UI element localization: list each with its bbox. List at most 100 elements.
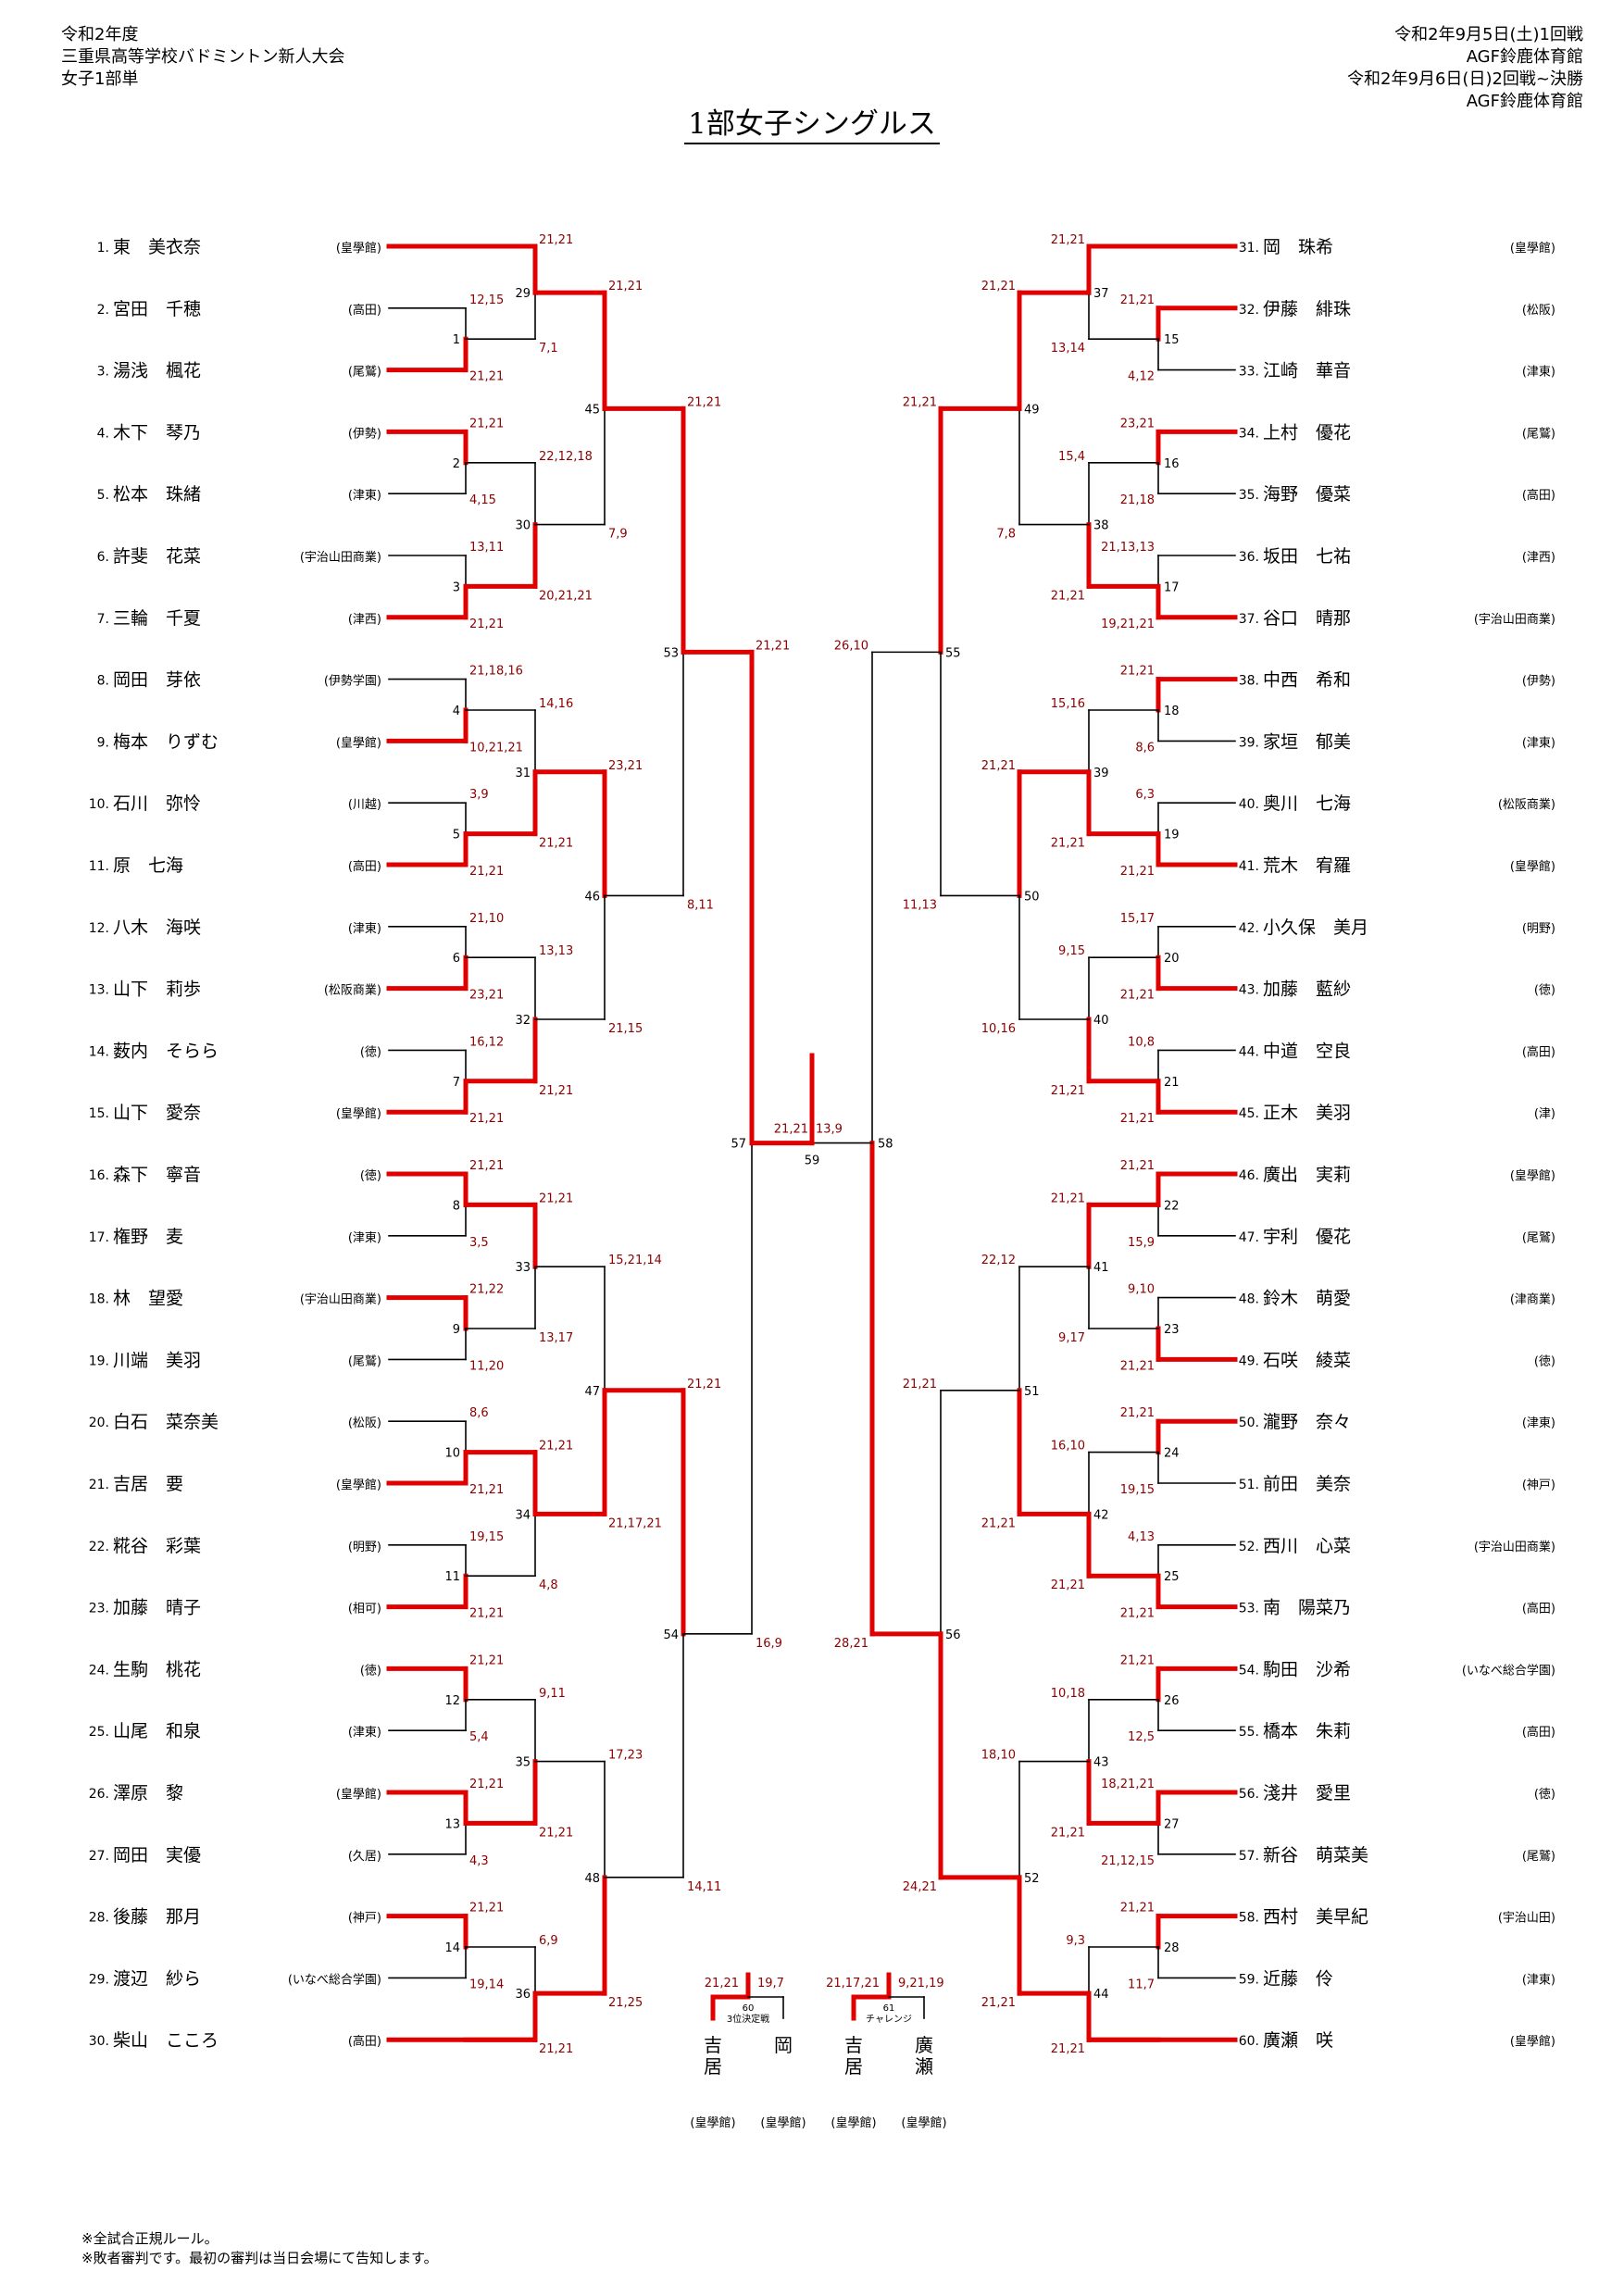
- player-number: 10.: [89, 797, 109, 812]
- player-number: 34.: [1239, 426, 1259, 441]
- player-number: 30.: [89, 2034, 109, 2049]
- match-score: 4,8: [539, 1578, 558, 1592]
- match-number: 22: [1164, 1199, 1180, 1213]
- match-number: 13: [444, 1817, 460, 1831]
- match-score: 21,21: [1120, 1359, 1155, 1373]
- player-number: 57.: [1239, 1849, 1259, 1864]
- player-name: 中西 希和: [1263, 670, 1351, 691]
- player-school: (津西): [1522, 551, 1555, 565]
- player-school: (津東): [1522, 1416, 1555, 1430]
- match-score: 21,21: [1051, 837, 1085, 851]
- match-score: 11,7: [1128, 1978, 1155, 1991]
- player-school: (宇治山田商業): [300, 1292, 381, 1307]
- player-name: 木下 琴乃: [113, 422, 201, 443]
- match-score: 14,11: [687, 1880, 721, 1894]
- player-name: 岡田 芽依: [113, 670, 201, 691]
- player-number: 42.: [1239, 921, 1259, 936]
- player-name: 生駒 桃花: [113, 1659, 201, 1679]
- match-score: 13,9: [816, 1123, 843, 1137]
- match-number: 49: [1024, 403, 1040, 417]
- player-number: 55.: [1239, 1725, 1259, 1740]
- match-score: 21,21: [687, 395, 721, 409]
- match-score: 6,3: [1135, 788, 1155, 802]
- player-school: (皇學館): [336, 1107, 381, 1121]
- match-score: 21,21: [469, 1653, 504, 1667]
- player-name: 許斐 花菜: [113, 546, 201, 567]
- player-number: 15.: [89, 1106, 109, 1121]
- player-number: 2.: [97, 303, 109, 318]
- match-number: 32: [515, 1014, 531, 1028]
- playoff-school: (皇學館): [831, 2116, 876, 2130]
- playoff-school: (皇學館): [690, 2116, 735, 2130]
- player-name: 薮内 そらら: [113, 1041, 219, 1061]
- player-school: (いなべ総合学園): [1462, 1663, 1555, 1678]
- match-number: 16: [1164, 457, 1180, 471]
- match-number: 33: [515, 1261, 531, 1275]
- match-number: 18: [1164, 705, 1180, 718]
- player-school: (尾鷲): [348, 1354, 381, 1368]
- match-score: 21,21: [539, 1192, 573, 1205]
- player-number: 48.: [1239, 1292, 1259, 1307]
- match-score: 9,15: [1058, 944, 1085, 958]
- player-number: 33.: [1239, 365, 1259, 380]
- match-score: 21,21: [1051, 1192, 1085, 1205]
- player-school: (伊勢): [348, 427, 381, 441]
- match-number: 10: [444, 1447, 460, 1461]
- player-school: (松阪商業): [324, 983, 381, 998]
- player-name: 山下 愛奈: [113, 1103, 201, 1123]
- match-score: 13,13: [539, 944, 573, 958]
- player-school: (皇學館): [336, 242, 381, 256]
- player-number: 50.: [1239, 1416, 1259, 1430]
- player-name: 中道 空良: [1263, 1041, 1351, 1061]
- match-score: 26,10: [834, 639, 868, 653]
- match-number: 35: [515, 1756, 531, 1770]
- match-number: 11: [444, 1570, 460, 1584]
- match-score: 21,10: [469, 912, 504, 926]
- match-score: 8,6: [1135, 741, 1155, 755]
- player-name: 廣出 実莉: [1263, 1165, 1351, 1185]
- note-umpire: ※敗者審判です。最初の審判は当日会場にて告知します。: [81, 2250, 438, 2266]
- player-school: (いなべ総合学園): [288, 1972, 381, 1987]
- match-score: 21,21: [1120, 989, 1155, 1003]
- player-school: (神戸): [1522, 1479, 1555, 1492]
- player-name: 松本 珠緒: [113, 484, 201, 505]
- player-number: 52.: [1239, 1540, 1259, 1554]
- match-score: 6,9: [539, 1934, 558, 1948]
- player-school: (松阪商業): [1498, 797, 1555, 812]
- player-name: 岡 珠希: [1263, 237, 1333, 257]
- match-number: 6: [453, 952, 460, 966]
- match-score: 21,17,21: [826, 1977, 880, 1990]
- match-number: 37: [1093, 287, 1109, 301]
- match-score: 21,12,15: [1101, 1854, 1155, 1868]
- match-score: 19,15: [469, 1530, 504, 1544]
- player-number: 56.: [1239, 1787, 1259, 1802]
- player-name: 海野 優菜: [1263, 484, 1351, 505]
- match-score: 21,18: [1120, 493, 1155, 507]
- match-score: 10,18: [1051, 1687, 1085, 1701]
- player-name: 西村 美早紀: [1263, 1907, 1368, 1928]
- player-name: 林 望愛: [113, 1289, 183, 1309]
- player-name: 川端 美羽: [113, 1350, 201, 1370]
- footer-notes: ※全試合正規ルール。 ※敗者審判です。最初の審判は当日会場にて告知します。: [81, 2229, 438, 2268]
- match-score: 22,12: [981, 1254, 1016, 1267]
- player-name: 廣瀬 咲: [1263, 2030, 1333, 2051]
- player-number: 46.: [1239, 1168, 1259, 1183]
- player-number: 21.: [89, 1478, 109, 1492]
- match-score: 21,21: [1051, 2042, 1085, 2056]
- match-number: 25: [1164, 1570, 1180, 1584]
- player-school: (伊勢): [1522, 675, 1555, 689]
- player-school: (津東): [348, 1725, 381, 1740]
- player-school: (松阪): [348, 1416, 381, 1430]
- player-name: 吉居 要: [113, 1474, 183, 1494]
- player-school: (高田): [348, 859, 381, 874]
- match-score: 21,21: [774, 1123, 808, 1137]
- player-school: (皇學館): [1510, 860, 1555, 874]
- match-number: 48: [584, 1872, 600, 1886]
- match-score: 21,21: [981, 1996, 1016, 2010]
- match-score: 16,10: [1051, 1440, 1085, 1454]
- match-score: 18,21,21: [1101, 1778, 1155, 1791]
- match-score: 10,16: [981, 1022, 1016, 1036]
- player-number: 36.: [1239, 550, 1259, 565]
- match-number: 42: [1093, 1508, 1109, 1522]
- match-number: 24: [1164, 1447, 1180, 1461]
